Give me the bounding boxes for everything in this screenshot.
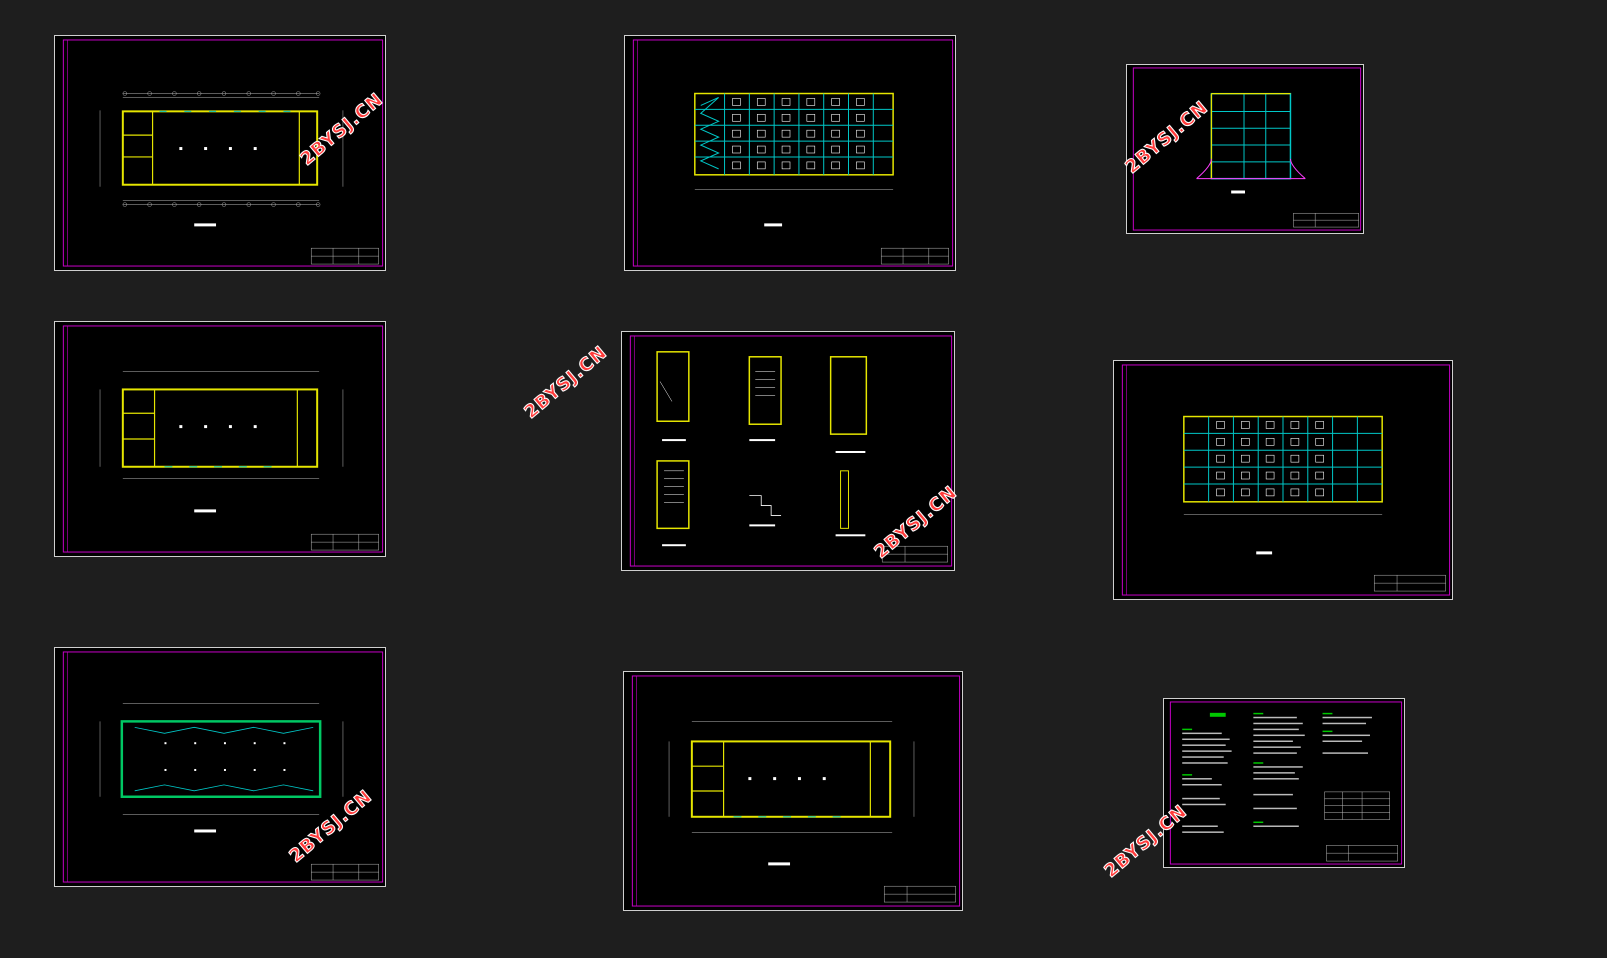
floor-plan-2-drawing [62, 325, 384, 553]
sheet-elevation-front[interactable] [624, 35, 956, 271]
sheet-stair-details[interactable]: 2BYSJ.CN 2BYSJ.CN [520, 331, 962, 571]
sheet-floor-plan-3[interactable] [623, 671, 963, 911]
roof-plan-drawing [62, 651, 384, 883]
sheet-section-side[interactable]: 2BYSJ.CN [1121, 64, 1364, 234]
design-notes-drawing [1169, 701, 1403, 865]
stair-details-drawing [629, 335, 953, 567]
watermark: 2BYSJ.CN [520, 341, 612, 423]
sheet-elevation-rear[interactable] [1113, 360, 1453, 600]
floor-plan-1-drawing [62, 39, 384, 267]
floor-plan-3-drawing [631, 675, 961, 907]
elevation-front-drawing [632, 39, 954, 267]
sheet-floor-plan-1[interactable]: 2BYSJ.CN [54, 35, 388, 271]
sheet-roof-plan[interactable]: 2BYSJ.CN [54, 647, 386, 887]
section-side-drawing [1132, 67, 1362, 231]
sheet-design-notes[interactable]: 2BYSJ.CN [1100, 698, 1405, 882]
elevation-rear-drawing [1121, 364, 1451, 596]
sheet-floor-plan-2[interactable] [54, 321, 386, 557]
